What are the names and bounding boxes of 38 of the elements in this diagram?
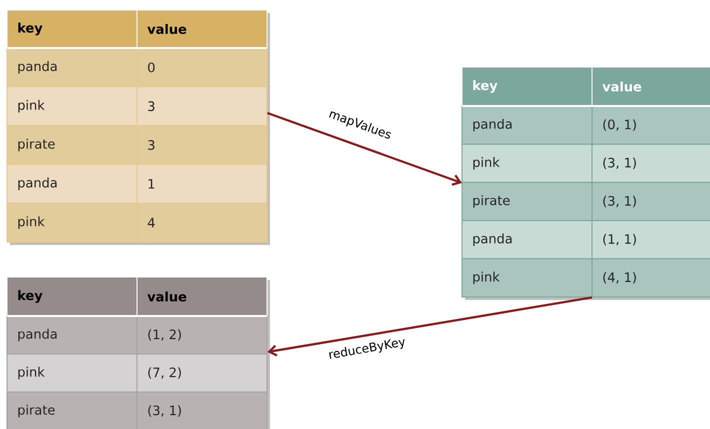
- header-cell: value: [136, 10, 268, 48]
- arrow: [267, 112, 462, 186]
- table-cell: 3: [136, 125, 268, 165]
- table-cell: pirate: [6, 125, 138, 165]
- table-cell: panda: [6, 316, 138, 354]
- table-cell: panda: [6, 164, 138, 204]
- header-cell: key: [6, 276, 138, 316]
- table-cell: 0: [136, 48, 268, 88]
- table-cell: (3, 1): [592, 182, 710, 222]
- table: [6, 10, 270, 245]
- table-cell: panda: [462, 106, 592, 145]
- table-cell: (0, 1): [592, 106, 710, 145]
- table-cell: panda: [462, 220, 592, 260]
- edge-label: reduceByKey: [326, 335, 408, 363]
- table-cell: (4, 1): [592, 258, 710, 298]
- table-cell: panda: [6, 48, 138, 88]
- table-cell: 4: [136, 202, 268, 242]
- table-cell: pink: [462, 144, 592, 183]
- table: [6, 276, 270, 429]
- header-cell: value: [136, 276, 268, 316]
- header-cell: key: [6, 10, 138, 48]
- table-cell: (3, 1): [592, 144, 710, 183]
- header-cell: key: [462, 66, 592, 106]
- table-cell: (7, 2): [136, 354, 268, 392]
- table-cell: (1, 1): [592, 220, 710, 260]
- table-cell: pink: [462, 258, 592, 298]
- arrow: [267, 296, 592, 356]
- table-cell: pirate: [6, 392, 138, 429]
- table: [462, 66, 710, 300]
- table-cell: pirate: [462, 182, 592, 222]
- table-cell: 1: [136, 164, 268, 204]
- table-cell: 3: [136, 86, 268, 126]
- table-cell: (1, 2): [136, 316, 268, 354]
- header-cell: value: [592, 66, 710, 106]
- table-cell: pink: [6, 86, 138, 126]
- table-cell: pink: [6, 202, 138, 242]
- table-cell: pink: [6, 354, 138, 392]
- table-cell: (3, 1): [136, 392, 268, 429]
